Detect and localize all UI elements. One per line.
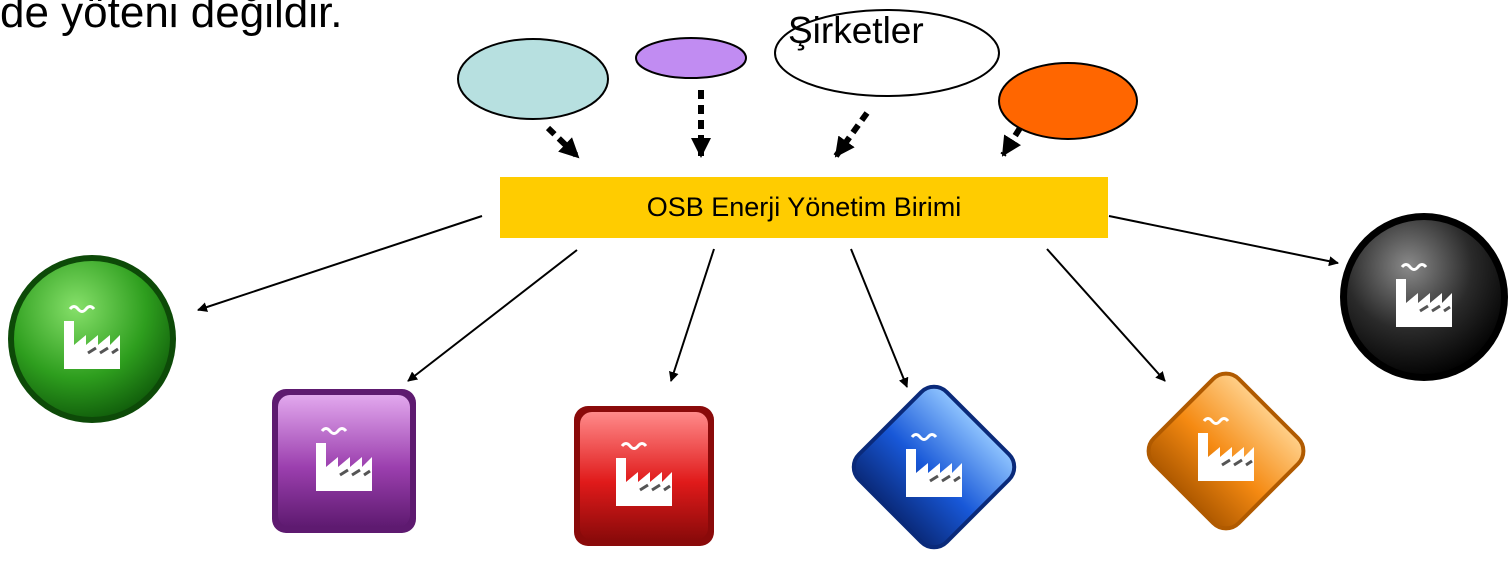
source-orange [998, 62, 1138, 140]
factory-red-icon [574, 406, 714, 546]
source-lavender [635, 37, 747, 79]
arrow-to-black [1108, 215, 1339, 267]
arrow-to-green [197, 215, 483, 312]
dashed-arrow-4 [1000, 126, 1023, 157]
factory-black-icon [1340, 213, 1508, 381]
arrow-to-blue [850, 248, 909, 388]
source-white [774, 9, 1000, 97]
factory-purple-icon [272, 389, 416, 533]
source-light-blue [457, 38, 609, 120]
source-white-label: Şirketler [788, 10, 924, 51]
arrow-to-red [669, 248, 715, 382]
arrow-to-orange [1046, 248, 1166, 382]
arrow-to-purple [407, 249, 578, 382]
dashed-arrow-1 [545, 125, 581, 160]
dashed-arrow-3 [833, 111, 870, 158]
header-text-fragment: de yöteni değildir. [0, 0, 343, 37]
factory-green-icon [8, 255, 176, 423]
factory-blue-icon [851, 384, 1017, 550]
factory-orange-icon [1146, 371, 1306, 531]
energy-management-unit-box: OSB Enerji Yönetim Birimi [500, 177, 1108, 238]
